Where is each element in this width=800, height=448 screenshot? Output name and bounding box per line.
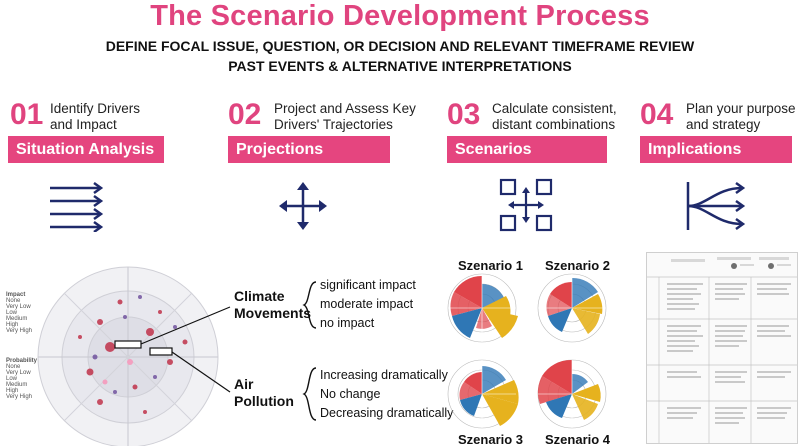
step-desc-line: distant combinations [492, 117, 616, 132]
scenario-2-title: Szenario 2 [545, 258, 611, 273]
step-4-description: Plan your purpose and strategy [686, 101, 796, 133]
subtitle-line-1: DEFINE FOCAL ISSUE, QUESTION, OR DECISIO… [105, 38, 695, 54]
step-number: 03 [447, 98, 481, 131]
driver-name-line: Climate [234, 288, 285, 304]
legend-item: Low [6, 310, 18, 316]
probability-legend-title: Probability [6, 358, 38, 364]
step-2-description: Project and Assess Key Drivers' Trajecto… [274, 101, 416, 133]
four-way-arrow-icon [279, 182, 327, 230]
driver-climate-movements: Climate Movements [234, 288, 311, 322]
option-label: No change [320, 387, 381, 401]
legend-item: Very High [6, 328, 33, 334]
step-2: 02 [228, 98, 261, 132]
diverging-arrows-icon [686, 181, 746, 231]
scenario-3-title: Szenario 3 [458, 432, 524, 447]
legend-item: High [6, 322, 19, 328]
step-desc-line: Identify Drivers [50, 101, 141, 116]
step-1-description: Identify Drivers and Impact [50, 101, 140, 133]
driver-name-line: Air [234, 376, 254, 392]
step-3-description: Calculate consistent, distant combinatio… [492, 101, 617, 133]
step-desc-line: and strategy [686, 117, 761, 132]
probability-legend: Probability None Very Low Low Medium Hig… [6, 358, 46, 400]
implications-table-graphic [647, 257, 797, 443]
scenario-4-polar-chart [537, 359, 607, 429]
step-4: 04 [640, 98, 673, 132]
step-desc-line: Plan your purpose [686, 101, 796, 116]
step-number: 01 [10, 98, 44, 131]
step-desc-line: Calculate consistent, [492, 101, 617, 116]
step-desc-line: Drivers' Trajectories [274, 117, 393, 132]
legend-item: Low [6, 376, 18, 382]
option-label: significant impact [320, 278, 416, 292]
subtitle-line-2: PAST EVENTS & ALTERNATIVE INTERPRETATION… [228, 58, 572, 74]
step-number: 02 [228, 98, 262, 131]
climate-options: significant impact moderate impact no im… [320, 276, 416, 333]
implications-table-thumbnail [646, 252, 798, 444]
banner-situation-analysis: Situation Analysis [8, 136, 164, 163]
step-desc-line: Project and Assess Key [274, 101, 416, 116]
legend-item: Very High [6, 394, 33, 400]
step-desc-line: and Impact [50, 117, 117, 132]
brace-icon [302, 367, 317, 421]
legend-item: Medium [6, 316, 28, 322]
squares-arrows-icon [499, 178, 553, 232]
legend-item: Very Low [6, 370, 31, 376]
air-pollution-options: Increasing dramatically No change Decrea… [320, 366, 453, 423]
scenario-1-title: Szenario 1 [458, 258, 524, 273]
legend-item: None [6, 298, 21, 304]
driver-name-line: Movements [234, 305, 312, 321]
option-label: Increasing dramatically [320, 368, 448, 382]
scenario-1-polar-chart [447, 273, 518, 343]
banner-projections: Projections [228, 136, 390, 163]
legend-item: Medium [6, 382, 28, 388]
legend-item: High [6, 388, 19, 394]
driver-radar-visual [37, 266, 231, 446]
scenario-3-polar-chart [447, 359, 519, 429]
page-title: The Scenario Development Process [150, 0, 650, 32]
legend-item: None [6, 364, 21, 370]
driver-air-pollution: Air Pollution [234, 376, 294, 410]
banner-scenarios: Scenarios [447, 136, 607, 163]
option-label: no impact [320, 316, 375, 330]
step-3: 03 [447, 98, 480, 132]
step-number: 04 [640, 98, 674, 131]
option-label: Decreasing dramatically [320, 406, 454, 420]
step-1: 01 [10, 98, 43, 132]
scenario-2-polar-chart [537, 273, 607, 343]
impact-legend-title: Impact [6, 292, 26, 298]
impact-legend: Impact None Very Low Low Medium High Ver… [6, 292, 46, 334]
banner-implications: Implications [640, 136, 792, 163]
parallel-arrows-icon [50, 182, 104, 232]
legend-item: Very Low [6, 304, 31, 310]
driver-name-line: Pollution [234, 393, 294, 409]
brace-icon [302, 281, 317, 329]
scenario-4-title: Szenario 4 [545, 432, 611, 447]
option-label: moderate impact [320, 297, 414, 311]
